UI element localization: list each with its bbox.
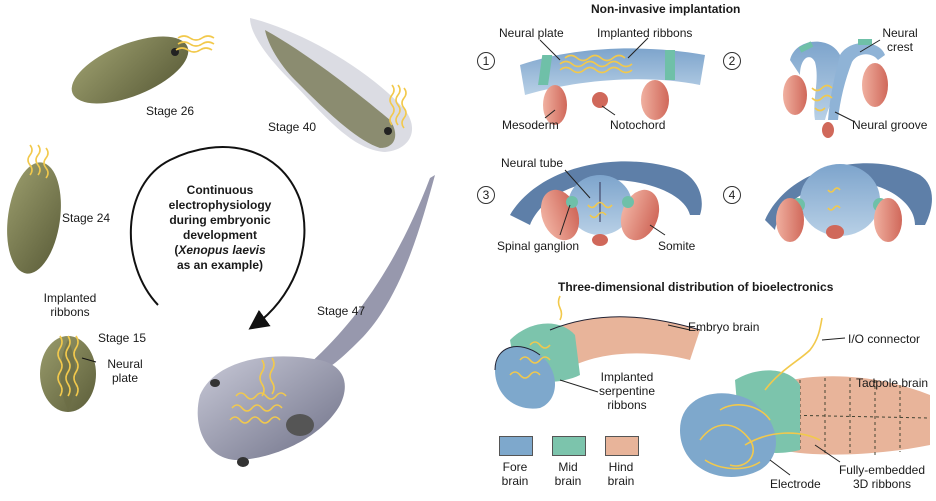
step-number-2: 2 <box>723 52 741 70</box>
legend-swatch-mid <box>552 436 586 456</box>
label-embryo-brain: Embryo brain <box>688 320 760 334</box>
legend-hind-line-2: brain <box>607 474 635 488</box>
neural-plate-line-1: Neural <box>107 357 143 371</box>
center-line-4: development <box>182 228 257 242</box>
stage-40-ribbons <box>389 84 407 129</box>
label-neural-plate: Neural plate <box>499 26 564 40</box>
center-line-6: as an example) <box>176 258 264 272</box>
label-neural-crest: Neural crest <box>880 26 920 54</box>
distribution-title: Three-dimensional distribution of bioele… <box>558 280 834 294</box>
stage-40-tadpole <box>250 18 413 152</box>
label-electrode: Electrode <box>770 477 821 491</box>
label-io-connector: I/O connector <box>848 332 921 346</box>
stage-47-ribbons <box>229 357 287 424</box>
label-fully-embedded: Fully-embedded 3D ribbons <box>832 463 932 491</box>
stage-15-embryo <box>40 335 97 412</box>
label-implanted-ribbons-top: Implanted ribbons <box>597 26 693 40</box>
legend-label-mid: Mid brain <box>543 460 593 488</box>
embryo-brain-diagram <box>494 295 701 409</box>
label-stage-40: Stage 40 <box>268 120 317 134</box>
label-notochord: Notochord <box>610 118 666 132</box>
implant-panel-1 <box>520 48 705 125</box>
label-neural-groove: Neural groove <box>852 118 928 132</box>
label-neural-tube: Neural tube <box>501 156 564 170</box>
serpentine-line-3: ribbons <box>607 398 647 412</box>
label-stage-47: Stage 47 <box>317 304 366 318</box>
label-spinal-ganglion: Spinal ganglion <box>497 239 580 253</box>
implant-panel-4 <box>765 163 932 242</box>
stage-47-tadpole <box>197 175 435 467</box>
neural-plate-line-2: plate <box>111 371 139 385</box>
stage-26-ribbons <box>175 35 215 53</box>
center-line-3: during embryonic <box>169 213 271 227</box>
panel-1-ribbons <box>559 54 633 74</box>
implant-panel-2 <box>783 39 888 138</box>
legend-label-fore: Fore brain <box>490 460 540 488</box>
legend-mid-line-2: brain <box>554 474 582 488</box>
center-line-5: (Xenopus laevis <box>174 243 266 257</box>
implant-leader-lines <box>539 37 881 236</box>
panel-3-ribbons <box>587 201 613 219</box>
label-mesoderm: Mesoderm <box>502 118 559 132</box>
implanted-line-2: ribbons <box>50 305 90 319</box>
cycle-arrow <box>130 146 306 330</box>
legend-swatch-hind <box>605 436 639 456</box>
neural-crest-line-2: crest <box>886 40 913 54</box>
serpentine-line-1: Implanted <box>600 370 654 384</box>
fully-embedded-line-2: 3D ribbons <box>852 477 912 491</box>
center-line-2: electrophysiology <box>168 198 272 212</box>
implant-panel-3 <box>510 161 702 246</box>
label-serpentine-ribbons: Implanted serpentine ribbons <box>592 370 662 412</box>
legend-fore-line-1: Fore <box>502 460 528 474</box>
tadpole-brain-diagram <box>680 317 931 477</box>
stage-26-embryo <box>71 35 215 104</box>
tadpole-brain-ribbons <box>699 317 823 470</box>
legend-fore-line-2: brain <box>501 474 529 488</box>
step-number-4: 4 <box>723 186 741 204</box>
implanted-line-1: Implanted <box>43 291 97 305</box>
stage-24-embryo <box>7 144 61 274</box>
label-implanted-ribbons: Implanted ribbons <box>38 291 102 319</box>
legend-hind-line-1: Hind <box>608 460 634 474</box>
label-tadpole-brain: Tadpole brain <box>856 376 929 390</box>
step-number-3: 3 <box>477 186 495 204</box>
species-name: Xenopus laevis <box>178 243 266 257</box>
label-stage-24: Stage 24 <box>62 211 111 225</box>
serpentine-line-2: serpentine <box>598 384 656 398</box>
label-stage-15: Stage 15 <box>98 331 147 345</box>
label-somite: Somite <box>658 239 696 253</box>
legend-mid-line-1: Mid <box>558 460 578 474</box>
neural-crest-line-1: Neural <box>882 26 918 40</box>
label-stage-26: Stage 26 <box>146 104 195 118</box>
legend-swatch-fore <box>499 436 533 456</box>
legend-label-hind: Hind brain <box>596 460 646 488</box>
stage-24-ribbons <box>27 144 49 179</box>
panel-2-ribbons <box>811 84 833 112</box>
center-line-1: Continuous <box>186 183 254 197</box>
panel-4-ribbons <box>827 187 841 211</box>
fully-embedded-line-1: Fully-embedded <box>838 463 926 477</box>
embryo-brain-ribbons <box>509 295 563 379</box>
implantation-title: Non-invasive implantation <box>591 2 741 16</box>
stage-15-ribbons <box>57 335 79 397</box>
step-number-1: 1 <box>477 52 495 70</box>
cycle-center-text: Continuous electrophysiology during embr… <box>150 183 290 273</box>
label-neural-plate-left: Neural plate <box>100 357 150 385</box>
